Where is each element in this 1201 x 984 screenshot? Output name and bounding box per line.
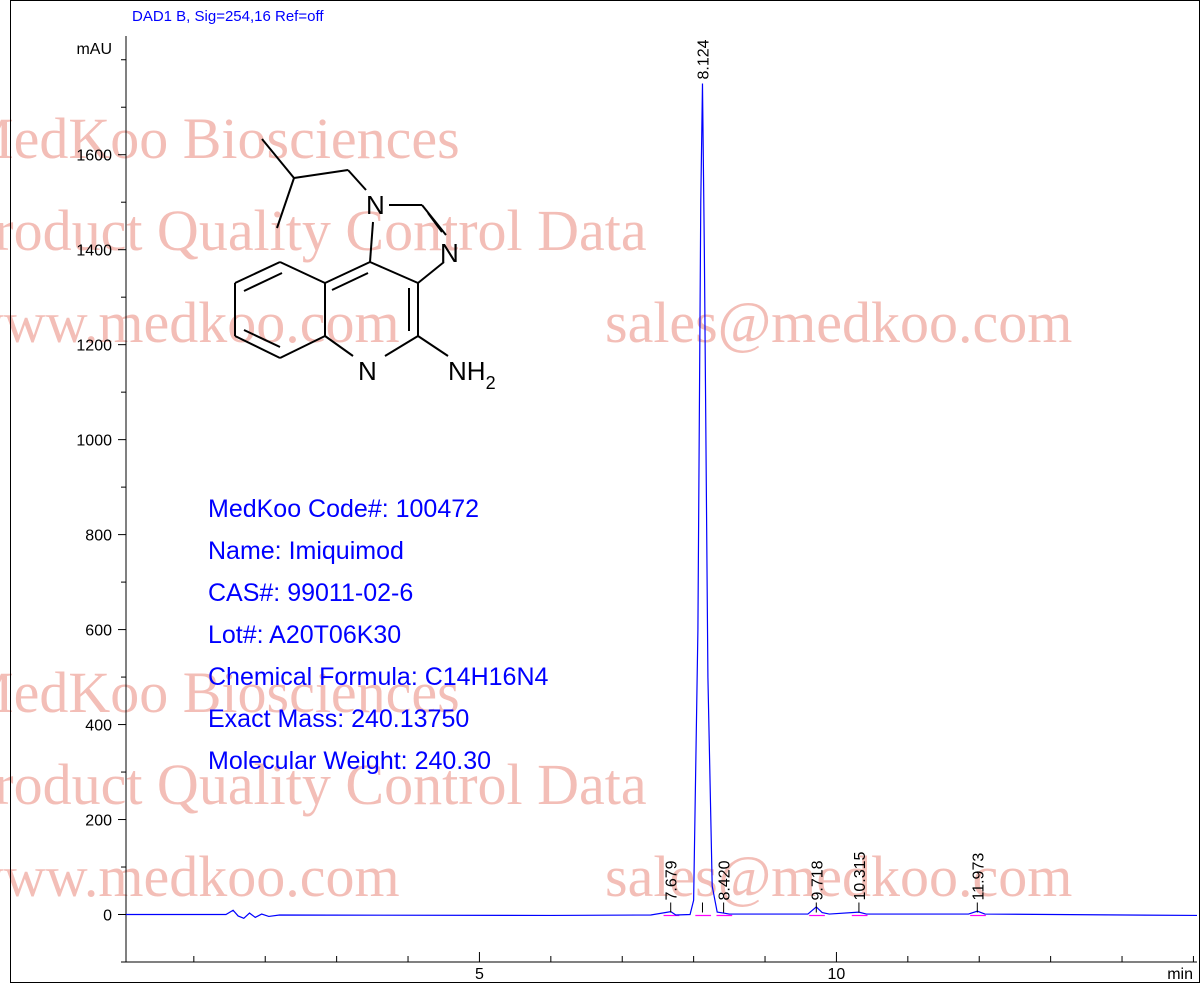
y-axis-label: mAU <box>76 41 112 58</box>
peak-label: 11.973 <box>970 853 987 901</box>
y-tick-label: 800 <box>85 528 112 545</box>
watermark-line: www.medkoo.com <box>0 844 400 909</box>
watermark: MedKoo Biosciences Product Quality Contr… <box>0 106 1072 909</box>
atom-n3: N <box>440 238 459 268</box>
watermark-line: sales@medkoo.com <box>605 290 1072 355</box>
watermark-line: MedKoo Biosciences <box>0 106 460 171</box>
watermark-line: Product Quality Control Data <box>0 752 647 817</box>
info-code: MedKoo Code#: 100472 <box>208 495 479 523</box>
info-formula: Chemical Formula: C14H16N4 <box>208 663 549 691</box>
peak-labels: 7.679 8.124 8.420 9.718 10.315 11.973 <box>664 39 987 913</box>
signal-label: DAD1 B, Sig=254,16 Ref=off <box>132 8 324 25</box>
atom-nh2: NH2 <box>448 356 496 393</box>
y-tick-label: 0 <box>103 908 112 925</box>
y-tick-label: 200 <box>85 813 112 830</box>
atom-nh2-subscript: 2 <box>486 373 496 393</box>
structure-atoms: N N N NH2 <box>358 190 496 393</box>
peak-label: 10.315 <box>852 851 869 900</box>
compound-info: MedKoo Code#: 100472 Name: Imiquimod CAS… <box>208 495 549 775</box>
y-tick-label: 400 <box>85 718 112 735</box>
watermark-line: www.medkoo.com <box>0 290 400 355</box>
y-tick-label: 1400 <box>76 243 112 260</box>
info-cas: CAS#: 99011-02-6 <box>208 579 413 607</box>
atom-n1: N <box>366 190 385 220</box>
peak-label: 8.420 <box>717 860 734 900</box>
y-tick-label: 1600 <box>76 148 112 165</box>
x-tick-label: 10 <box>828 966 846 983</box>
info-lot: Lot#: A20T06K30 <box>208 621 401 649</box>
x-tick-label: 5 <box>475 966 484 983</box>
peak-label: 8.124 <box>695 39 712 79</box>
plot-frame <box>10 0 1200 983</box>
series-line <box>126 83 1198 920</box>
chromatogram-trace <box>126 83 1198 920</box>
info-mol-weight: Molecular Weight: 240.30 <box>208 747 491 775</box>
axes: 0 200 400 600 800 1000 1200 1400 1600 mAU 5 10 min <box>76 36 1197 983</box>
peak-label: 9.718 <box>809 860 826 900</box>
watermark-line: MedKoo Biosciences <box>0 660 460 725</box>
atom-nh2-base: NH <box>448 356 486 386</box>
info-exact-mass: Exact Mass: 240.13750 <box>208 705 469 733</box>
info-name: Name: Imiquimod <box>208 537 404 565</box>
atom-n5: N <box>358 356 377 386</box>
chemical-structure <box>234 138 449 359</box>
y-tick-label: 600 <box>85 623 112 640</box>
peak-label: 7.679 <box>664 860 681 900</box>
y-tick-label: 1200 <box>76 338 112 355</box>
watermark-line: sales@medkoo.com <box>605 844 1072 909</box>
watermark-line: Product Quality Control Data <box>0 198 647 263</box>
x-axis-label: min <box>1167 966 1193 983</box>
y-tick-label: 1000 <box>76 433 112 450</box>
